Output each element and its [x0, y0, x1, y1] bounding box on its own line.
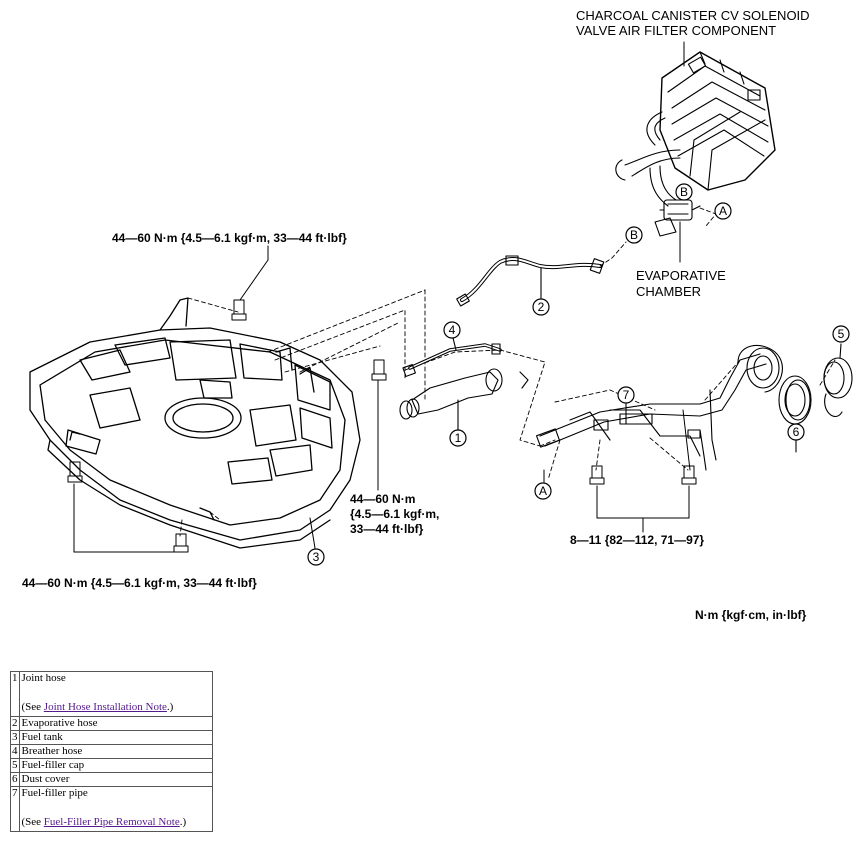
callout-a-upper: A: [714, 202, 732, 220]
callout-1: 1: [449, 429, 467, 447]
table-row: 7 Fuel-filler pipe (See Fuel-Filler Pipe…: [10, 786, 213, 832]
table-row: 4 Breather hose: [10, 744, 213, 759]
torque-spec-filler: 8—11 {82—112, 71—97}: [570, 533, 705, 547]
evaporative-chamber-label-line1: EVAPORATIVE: [636, 268, 726, 283]
svg-text:A: A: [539, 484, 547, 498]
legend-part-name: Dust cover: [18, 772, 213, 787]
legend-note-suffix: .): [166, 701, 174, 713]
legend-part-name: Fuel-filler cap: [18, 758, 213, 773]
callout-4: 4: [443, 321, 461, 339]
parts-legend-table: 1 Joint hose (See Joint Hose Installatio…: [10, 671, 213, 832]
torque-spec-middle-line1: 44—60 N·m: [350, 492, 416, 506]
callout-b-upper: B: [675, 183, 693, 201]
torque-spec-middle: 44—60 N·m {4.5—6.1 kgf·m, 33—44 ft·lbf}: [350, 492, 439, 537]
joint-hose-installation-note-link[interactable]: Joint Hose Installation Note: [43, 701, 167, 713]
table-row: 6 Dust cover: [10, 772, 213, 787]
table-row: 1 Joint hose (See Joint Hose Installatio…: [10, 671, 213, 717]
legend-number: 4: [10, 744, 20, 759]
callout-5: 5: [832, 325, 850, 343]
svg-text:2: 2: [538, 300, 545, 314]
units-note: N·m {kgf·cm, in·lbf}: [695, 608, 807, 622]
table-row: 5 Fuel-filler cap: [10, 758, 213, 773]
canister-label: CHARCOAL CANISTER CV SOLENOID VALVE AIR …: [576, 8, 810, 38]
svg-text:4: 4: [449, 323, 456, 337]
fuel-filler-pipe-drawing: [536, 344, 783, 471]
fuel-tank-drawing: [29, 297, 361, 549]
evaporative-chamber-label: EVAPORATIVE CHAMBER: [636, 268, 726, 300]
table-row: 3 Fuel tank: [10, 730, 213, 745]
fuel-filler-pipe-removal-note-link[interactable]: Fuel-Filler Pipe Removal Note: [43, 816, 180, 828]
svg-text:A: A: [719, 204, 727, 218]
svg-text:B: B: [680, 185, 688, 199]
legend-note: (See Joint Hose Installation Note.): [22, 701, 210, 714]
evaporative-chamber-label-line2: CHAMBER: [636, 284, 702, 299]
canister-label-line1: CHARCOAL CANISTER CV SOLENOID: [576, 8, 810, 23]
legend-description: Fuel-filler pipe (See Fuel-Filler Pipe R…: [18, 786, 213, 832]
torque-spec-bottom: 44—60 N·m {4.5—6.1 kgf·m, 33—44 ft·lbf}: [22, 576, 257, 590]
svg-text:1: 1: [455, 431, 462, 445]
legend-note: (See Fuel-Filler Pipe Removal Note.): [22, 816, 210, 829]
legend-number: 5: [10, 758, 20, 773]
table-row: 2 Evaporative hose: [10, 716, 213, 731]
svg-text:5: 5: [838, 327, 845, 341]
fuel-tank-exploded-diagram: 1 2 3 4 5 6 7 A A B B: [29, 41, 853, 566]
legend-number: 6: [10, 772, 20, 787]
legend-number: 3: [10, 730, 20, 745]
torque-spec-middle-line3: 33—44 ft·lbf}: [350, 522, 424, 536]
canister-label-line2: VALVE AIR FILTER COMPONENT: [576, 23, 777, 38]
callout-6: 6: [787, 423, 805, 441]
svg-text:7: 7: [623, 388, 630, 402]
callout-7: 7: [617, 386, 635, 404]
legend-description: Joint hose (See Joint Hose Installation …: [18, 671, 213, 717]
svg-text:6: 6: [793, 425, 800, 439]
callout-a-lower: A: [534, 482, 552, 500]
charcoal-canister-drawing: [615, 51, 776, 207]
legend-note-prefix: (See: [21, 816, 44, 828]
callout-2: 2: [532, 298, 550, 316]
legend-part-name: Fuel tank: [18, 730, 213, 745]
evaporative-chamber-drawing: [654, 199, 701, 263]
dashed-leader-lines: [179, 207, 836, 537]
legend-part-name: Fuel-filler pipe: [21, 787, 88, 799]
legend-number: 2: [10, 716, 20, 731]
legend-number: 1: [10, 671, 20, 717]
torque-spec-middle-line2: {4.5—6.1 kgf·m,: [350, 507, 440, 521]
torque-spec-top: 44—60 N·m {4.5—6.1 kgf·m, 33—44 ft·lbf}: [112, 231, 347, 245]
joint-and-breather-hose-drawing: [399, 337, 529, 431]
legend-part-name: Joint hose: [21, 672, 66, 684]
svg-text:B: B: [630, 228, 638, 242]
legend-part-name: Breather hose: [18, 744, 213, 759]
callout-b-lower: B: [625, 226, 643, 244]
legend-part-name: Evaporative hose: [18, 716, 213, 731]
legend-number: 7: [10, 786, 20, 832]
callout-3: 3: [307, 548, 325, 566]
mounting-bolts: [67, 299, 697, 553]
solid-leader-lines: [73, 41, 691, 553]
legend-note-suffix: .): [179, 816, 187, 828]
evaporative-hose-drawing: [456, 255, 605, 307]
legend-note-prefix: (See: [21, 701, 44, 713]
svg-text:3: 3: [313, 550, 320, 564]
